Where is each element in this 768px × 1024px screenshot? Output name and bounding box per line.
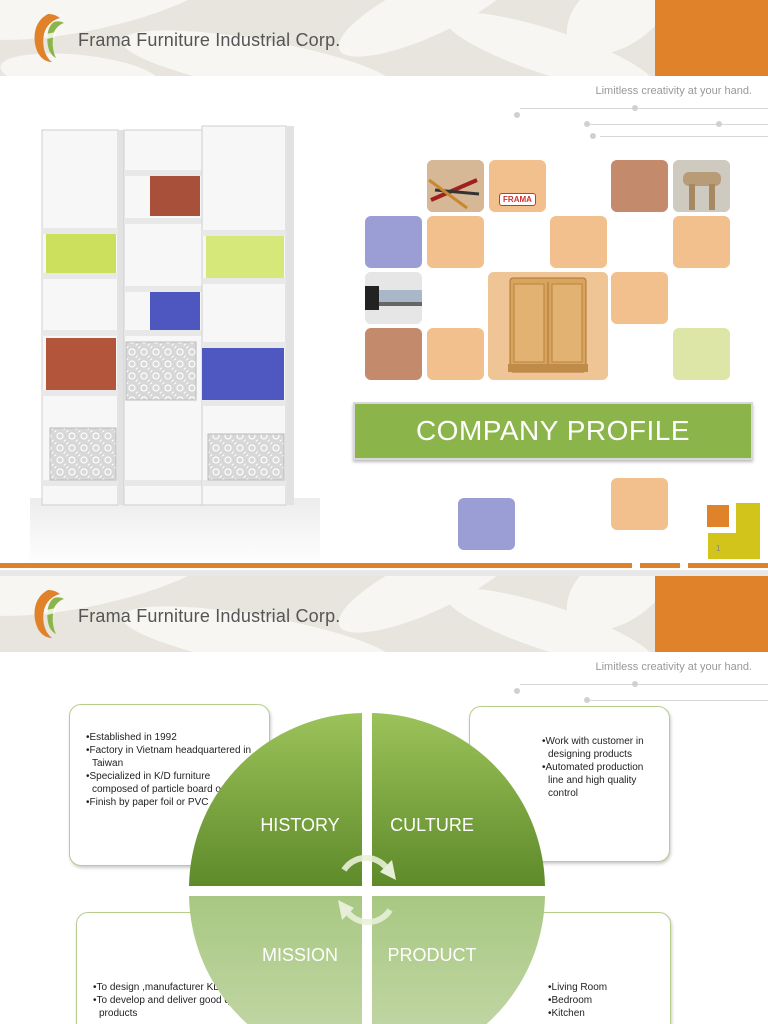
header-banner: Frama Furniture Industrial Corp. bbox=[0, 576, 768, 652]
tile-light-green bbox=[673, 328, 730, 380]
list-item: •Established in 1992 bbox=[86, 732, 177, 743]
tile-photo-stool bbox=[673, 160, 730, 212]
mission-label: MISSION bbox=[261, 944, 338, 965]
list-item: •Living Room bbox=[548, 982, 608, 993]
mission-quadrant bbox=[189, 896, 362, 1024]
tile-photo-logo: FRAMA bbox=[489, 160, 546, 212]
page-number: 1 bbox=[716, 544, 721, 553]
corner-deco bbox=[708, 503, 760, 559]
tile-photo-drawer bbox=[365, 272, 422, 324]
history-list: •Established in 1992 •Factory in Vietnam… bbox=[70, 705, 269, 809]
frama-logo-icon bbox=[34, 14, 64, 62]
tile-peach bbox=[427, 328, 484, 380]
mission-list: •To design ,manufacturer KD furniture •T… bbox=[77, 913, 277, 1020]
list-item: •Automated production line and high qual… bbox=[542, 762, 644, 799]
tile-photo-wardrobe bbox=[488, 272, 608, 380]
slide-2: Frama Furniture Industrial Corp. Limitle… bbox=[0, 576, 768, 1024]
list-item: •Specialized in K/D furniture composed o… bbox=[86, 771, 249, 795]
culture-quadrant bbox=[372, 713, 545, 886]
list-item: •Bedroom bbox=[548, 995, 593, 1006]
tile-brick bbox=[611, 160, 668, 212]
bookshelf-image bbox=[30, 125, 320, 568]
list-item: •To develop and deliver good quality pro… bbox=[93, 995, 254, 1019]
tile-brick bbox=[365, 328, 422, 380]
tile-peach bbox=[611, 272, 668, 324]
culture-label: CULTURE bbox=[390, 814, 474, 835]
list-item: •To design ,manufacturer KD furniture bbox=[93, 982, 260, 993]
header-banner: Frama Furniture Industrial Corp. bbox=[0, 0, 768, 76]
product-quadrant bbox=[372, 896, 545, 1024]
culture-list: •Work with customer in designing product… bbox=[470, 707, 669, 800]
tile-lavender bbox=[365, 216, 422, 268]
tile-peach bbox=[427, 216, 484, 268]
cycle-arrows-icon bbox=[341, 854, 393, 926]
company-name: Frama Furniture Industrial Corp. bbox=[78, 30, 341, 50]
product-label: PRODUCT bbox=[387, 944, 477, 965]
product-list: •Living Room •Bedroom •Kitchen bbox=[470, 913, 670, 1020]
header-accent-block bbox=[655, 0, 768, 76]
list-item: •Factory in Vietnam headquartered in Tai… bbox=[86, 745, 252, 769]
tile-photo-tools bbox=[427, 160, 484, 212]
frama-logo-icon bbox=[34, 590, 64, 638]
tile-peach bbox=[673, 216, 730, 268]
header-accent-block bbox=[655, 576, 768, 652]
list-item: •Work with customer in designing product… bbox=[542, 736, 644, 760]
tile-lavender bbox=[458, 498, 515, 550]
tagline: Limitless creativity at your hand. bbox=[595, 661, 752, 673]
tile-peach bbox=[550, 216, 607, 268]
list-item: •Kitchen bbox=[548, 1008, 585, 1019]
tile-peach bbox=[611, 478, 668, 530]
history-label: HISTORY bbox=[260, 814, 340, 835]
history-quadrant bbox=[189, 713, 362, 886]
company-name: Frama Furniture Industrial Corp. bbox=[78, 606, 341, 626]
company-profile-title: COMPANY PROFILE bbox=[353, 402, 753, 460]
slide-1: Frama Furniture Industrial Corp. Limitle… bbox=[0, 0, 768, 570]
list-item: •Finish by paper foil or PVC bbox=[86, 797, 209, 808]
quadrant-circle-diagram bbox=[189, 713, 545, 1024]
corner-deco bbox=[707, 505, 729, 527]
tagline: Limitless creativity at your hand. bbox=[595, 85, 752, 97]
